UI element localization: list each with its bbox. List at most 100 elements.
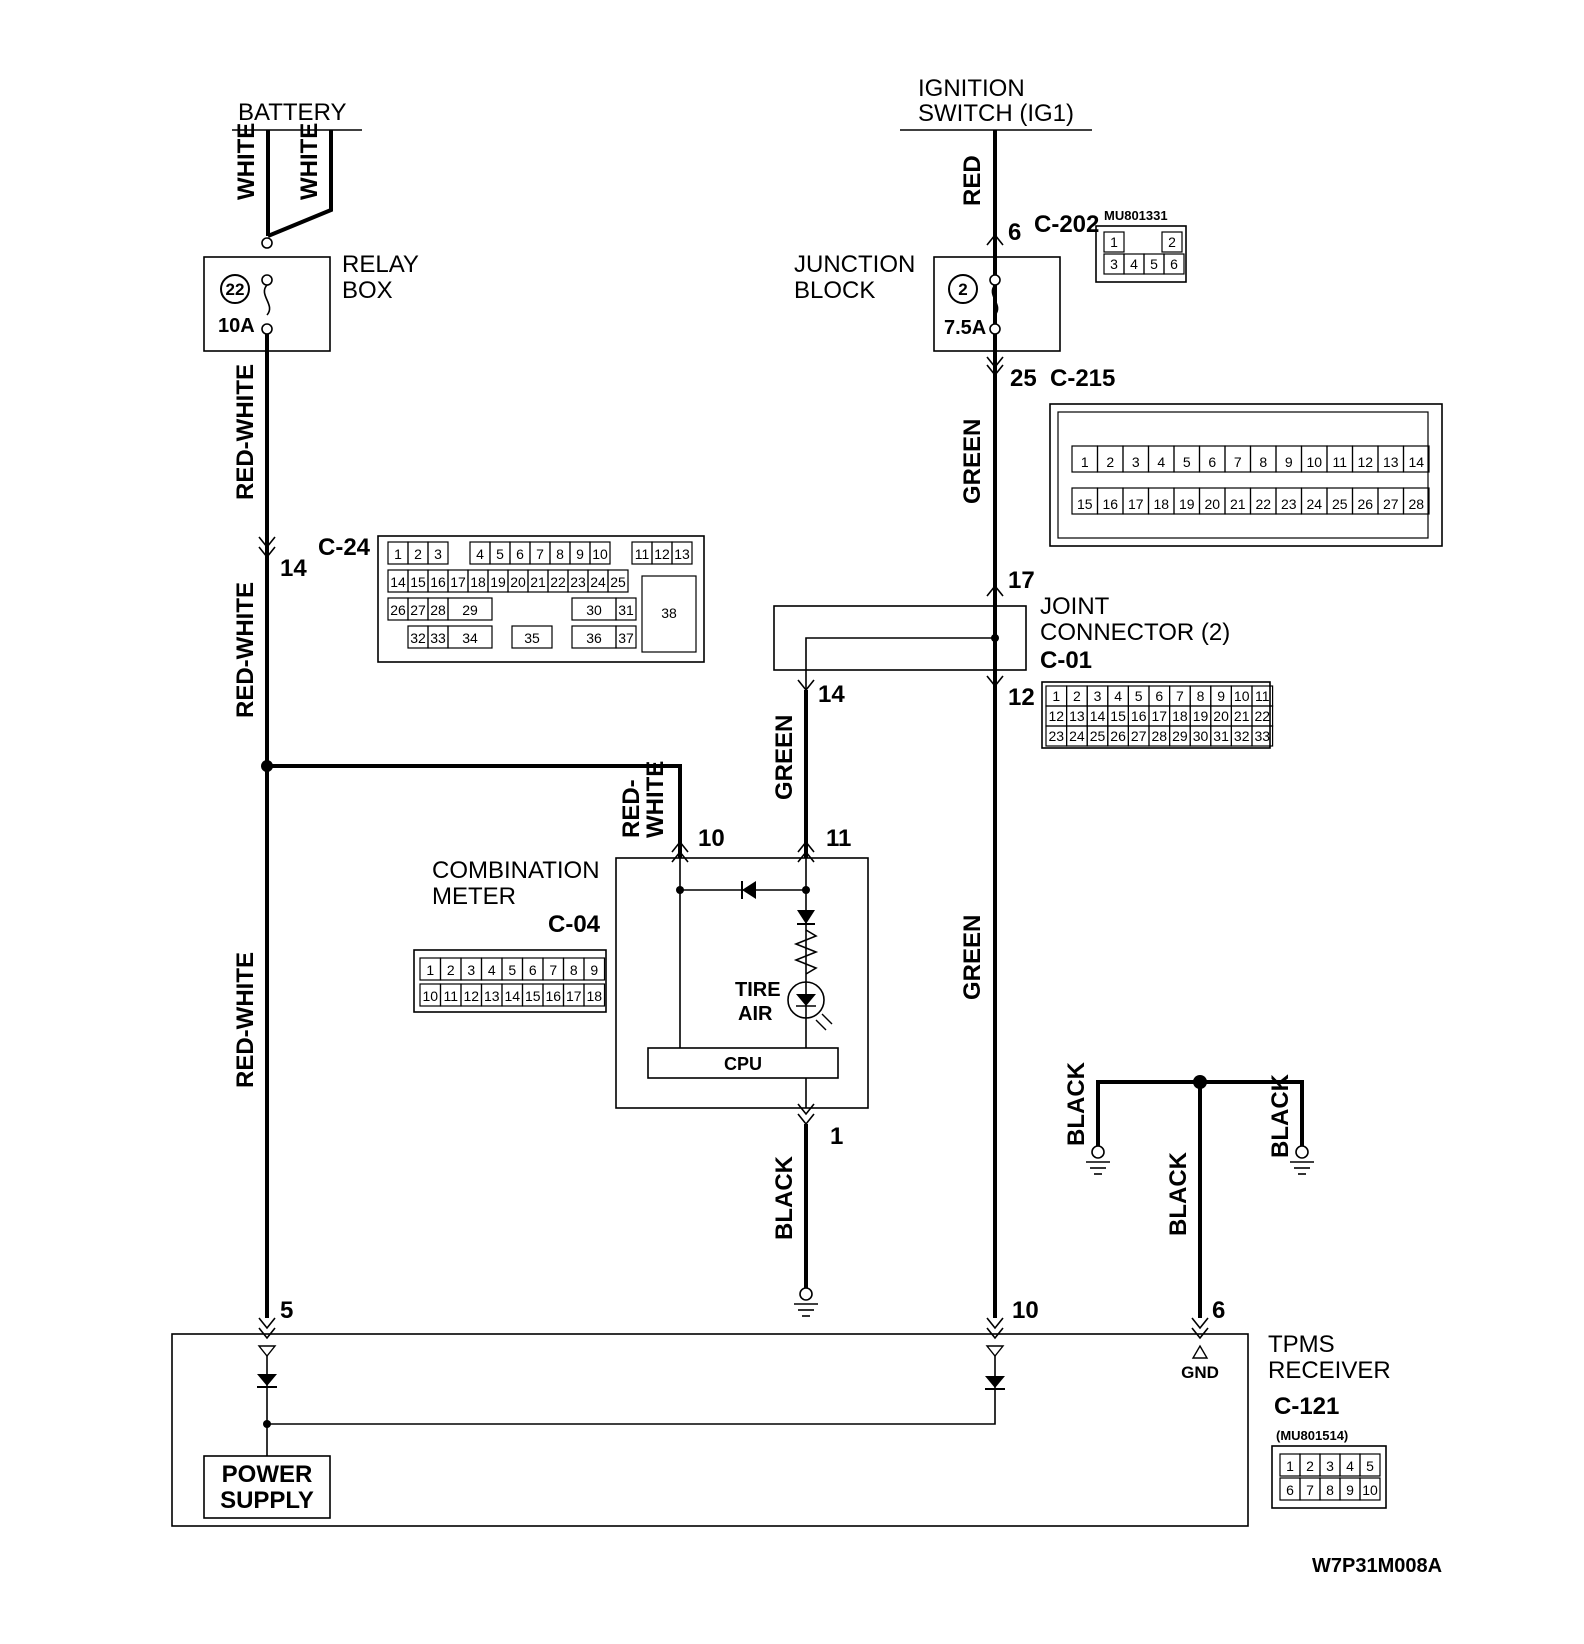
connector-pin-label: 14 <box>390 574 406 590</box>
fuse-terminal <box>261 323 273 335</box>
connector-pin-cell <box>1402 445 1430 473</box>
connector-pin-label: 15 <box>525 988 541 1004</box>
connector-c24-outline <box>377 535 705 663</box>
connector-pin-label: 3 <box>434 546 442 562</box>
power-supply-label-2: SUPPLY <box>220 1487 314 1514</box>
connector-pin-label: 12 <box>463 988 479 1004</box>
connector-pin-label: 9 <box>590 962 598 978</box>
connector-pin-label: 1 <box>1081 454 1089 470</box>
ignition-label-2: SWITCH (IG1) <box>918 100 1074 127</box>
connector-pin-label: 33 <box>1255 728 1271 744</box>
power-supply-box <box>203 1455 331 1519</box>
connector-pin-label: 7 <box>1176 688 1184 704</box>
connector-pin-label: 1 <box>1052 688 1060 704</box>
ignition-label-1: IGNITION <box>918 75 1025 102</box>
connector-pin-label: 28 <box>1408 496 1424 512</box>
connector-pin-label: 1 <box>394 546 402 562</box>
connector-pin-label: 30 <box>586 602 602 618</box>
connector-pin-label: 10 <box>592 546 608 562</box>
connector-marker <box>671 850 689 863</box>
connector-pin-label: 7 <box>549 962 557 978</box>
connector-pin-label: 18 <box>586 988 602 1004</box>
connector-marker <box>986 584 1004 597</box>
connector-pin-label: 4 <box>1114 688 1122 704</box>
connector-pin-label: 9 <box>576 546 584 562</box>
connector-pin-label: 1 <box>426 962 434 978</box>
connector-c215-outline <box>1049 403 1443 547</box>
connector-pin-label: 3 <box>1132 454 1140 470</box>
connector-pin-label: 21 <box>530 574 546 590</box>
joint-connector-label-2: CONNECTOR (2) <box>1040 619 1230 646</box>
connector-c121-part: (MU801514) <box>1276 1428 1348 1443</box>
connector-pin-label: 2 <box>447 962 455 978</box>
connector-pin-label: 10 <box>422 988 438 1004</box>
connector-pin-label: 6 <box>516 546 524 562</box>
connector-pin-label: 19 <box>1179 496 1195 512</box>
wire-label-red: RED <box>959 155 986 206</box>
connector-marker <box>797 840 815 853</box>
connector-pin-label: 11 <box>1332 454 1347 470</box>
junction-dot <box>991 634 999 642</box>
pin-joint-12: 12 <box>1008 684 1035 711</box>
connector-pin-label: 17 <box>450 574 466 590</box>
combination-meter-label-1: COMBINATION <box>432 857 600 884</box>
wire-label-red-white-1: RED-WHITE <box>232 364 259 500</box>
connector-pin-label: 7 <box>1306 1482 1314 1498</box>
connector-pin-label: 9 <box>1285 454 1293 470</box>
connector-c04-outline <box>413 949 607 1013</box>
connector-pin-label: 2 <box>1106 454 1114 470</box>
connector-pin-label: 15 <box>1110 708 1126 724</box>
connector-pin-label: 32 <box>410 630 426 646</box>
connector-pin-label: 24 <box>1306 496 1322 512</box>
connector-pin-label: 16 <box>430 574 446 590</box>
pin-meter-10: 10 <box>698 825 725 852</box>
relay-fuse-number: 22 <box>226 280 245 299</box>
connector-marker <box>986 675 1004 688</box>
connector-pin-label: 7 <box>536 546 544 562</box>
connector-marker <box>797 850 815 863</box>
connector-pin-label: 5 <box>1183 454 1191 470</box>
connector-pin-label: 3 <box>1326 1458 1334 1474</box>
connector-pin-cell <box>589 541 611 565</box>
connector-pin-label: 6 <box>1155 688 1163 704</box>
fuse-terminal <box>989 323 1001 335</box>
connector-pin-label: 23 <box>1049 728 1065 744</box>
connector-marker <box>986 1327 1004 1340</box>
connector-pin-label: 5 <box>508 962 516 978</box>
connector-marker <box>1191 1327 1209 1340</box>
connector-pin-label: 31 <box>618 602 634 618</box>
connector-pin-label: 12 <box>1049 708 1065 724</box>
connector-c01-outline <box>1041 681 1271 749</box>
led-symbol <box>796 994 816 1006</box>
connector-pin-label: 23 <box>570 574 586 590</box>
connector-pin-label: 11 <box>443 988 458 1004</box>
combination-meter-label-2: METER <box>432 883 516 910</box>
fuse-terminal <box>989 274 1001 286</box>
connector-pin-label: 13 <box>674 546 690 562</box>
connector-c24-label: C-24 <box>318 534 371 561</box>
pin-c24-14: 14 <box>280 555 307 582</box>
connector-pin-label: 9 <box>1217 688 1225 704</box>
connector-c121-outline <box>1271 1445 1387 1509</box>
wire-label-black-4: BLACK <box>1267 1073 1294 1158</box>
connector-pin-label: 22 <box>1255 496 1271 512</box>
connector-marker <box>797 1103 815 1116</box>
pin-meter-1: 1 <box>830 1123 843 1150</box>
connector-pin-cell <box>671 541 693 565</box>
connector-pin-label: 18 <box>470 574 486 590</box>
wire-label-green-1: GREEN <box>959 419 986 504</box>
wire-label-white-2: WHITE <box>296 123 323 200</box>
tpms-gnd-label: GND <box>1181 1363 1219 1382</box>
connector-pin-label: 25 <box>1090 728 1106 744</box>
connector-c04-label: C-04 <box>548 911 601 938</box>
terminal-icon <box>257 1345 277 1358</box>
junction-dot <box>802 886 810 894</box>
connector-pin-label: 29 <box>462 602 478 618</box>
figure-code: W7P31M008A <box>1312 1555 1442 1577</box>
connector-pin-label: 8 <box>1326 1482 1334 1498</box>
connector-pin-cell <box>447 597 493 621</box>
connector-marker <box>986 233 1004 246</box>
